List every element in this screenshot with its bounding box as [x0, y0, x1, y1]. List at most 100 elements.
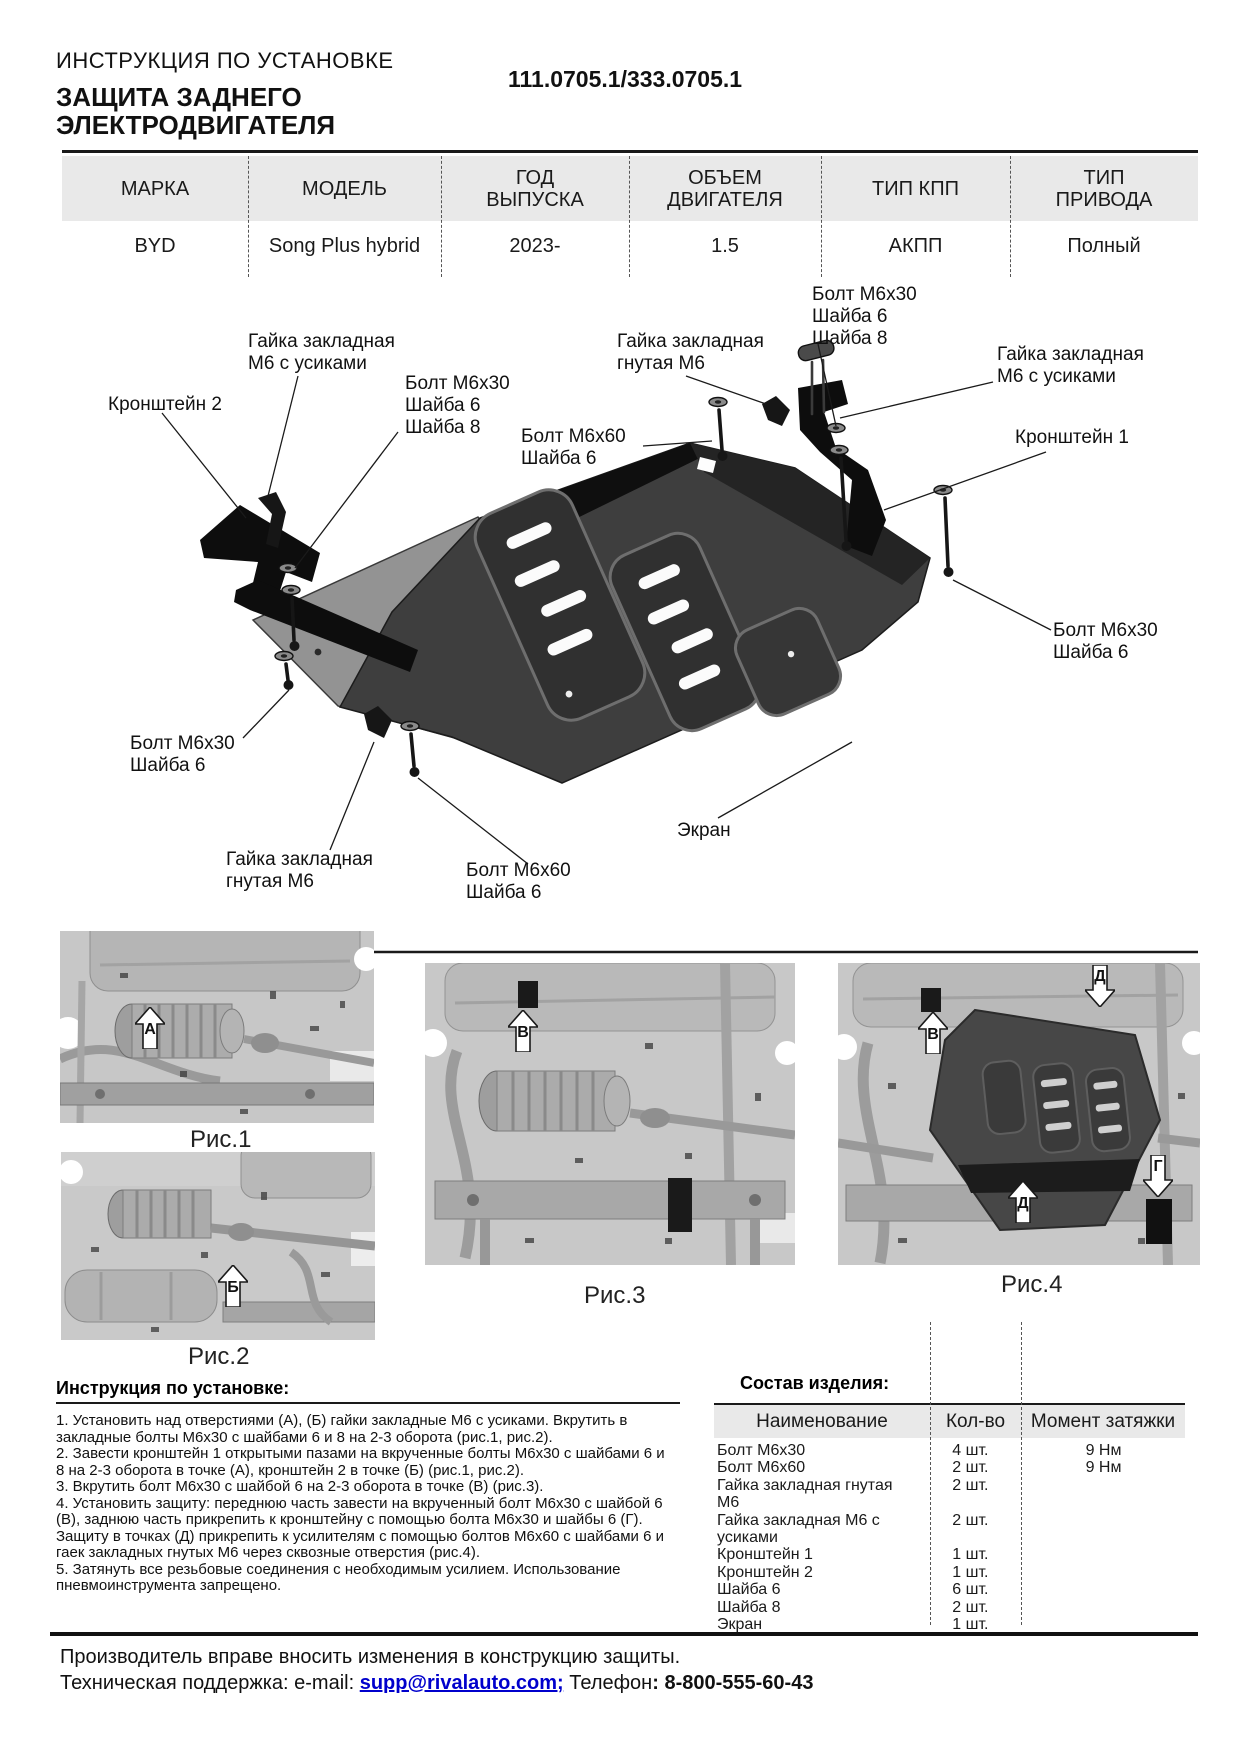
marker-letter-d-bottom: Д: [1017, 1195, 1029, 1212]
part-qty: 2 шт.: [952, 1459, 989, 1477]
diagram-label-bolt-m6x30-right: Болт М6х30 Шайба 6: [1053, 620, 1158, 663]
diagram-label-bracket-1: Кронштейн 1: [1015, 427, 1129, 448]
parts-header-row: Наименование Кол-во Момент затяжки: [714, 1405, 1185, 1438]
part-name: Экран: [717, 1616, 763, 1634]
footer-disclaimer: Производитель вправе вносить изменения в…: [60, 1646, 681, 1668]
parts-col-sep-2: [1021, 1322, 1022, 1625]
footer-support: Техническая поддержка: e-mail: supp@riva…: [60, 1672, 813, 1695]
part-name: Шайба 8: [717, 1598, 781, 1616]
part-torque: [1022, 1581, 1185, 1598]
part-name: Гайка закладная М6 с усиками: [717, 1511, 880, 1547]
spec-col-header: МАРКА: [120, 177, 190, 200]
part-qty: 1 шт.: [952, 1616, 989, 1634]
part-qty: 2 шт.: [952, 1476, 989, 1494]
doc-title-line1: ЗАЩИТА ЗАДНЕГО: [56, 82, 302, 112]
doc-title-line2: ЭЛЕКТРОДВИГАТЕЛЯ: [56, 110, 336, 140]
mount-point-marker: [518, 981, 538, 1008]
instructions-heading: Инструкция по установке:: [56, 1378, 290, 1398]
figure-3-caption: Рис.3: [584, 1282, 646, 1309]
part-torque: 9 Нм: [1085, 1442, 1122, 1459]
figure-3-photo: В: [425, 963, 795, 1265]
shield-plate: [338, 442, 931, 784]
diagram-label-ekran: Экран: [677, 820, 731, 841]
part-number: 111.0705.1/333.0705.1: [508, 66, 743, 92]
diagram-label-bolt-triple: Болт М6х30 Шайба 6 Шайба 8: [405, 373, 510, 438]
spec-col-separator: [1010, 156, 1011, 277]
bracket-2-part: [200, 505, 418, 672]
spec-col-separator: [629, 156, 630, 277]
part-name: Болт М6х60: [717, 1459, 806, 1477]
footer-phone-number: : 8-800-555-60-43: [652, 1672, 814, 1694]
part-torque: [1022, 1564, 1185, 1581]
mount-point-marker: [668, 1178, 692, 1232]
parts-row: Шайба 8 2 шт.: [714, 1599, 1185, 1616]
diagram-label-bracket-2: Кронштейн 2: [108, 394, 222, 415]
diagram-label-clip-nut-right: Гайка закладная М6 с усиками: [997, 344, 1144, 387]
spec-cell-value: АКПП: [888, 234, 943, 257]
diagram-label-bolt-m6x30-left: Болт М6х30 Шайба 6: [130, 733, 235, 776]
instructions-list: 1. Установить над отверстиями (А), (Б) г…: [56, 1412, 668, 1595]
marker-letter-d-top: Д: [1094, 968, 1106, 985]
hardware: [258, 339, 954, 777]
spec-table-header-band: [62, 156, 1198, 221]
plate-panel-1: [473, 488, 647, 722]
parts-row: Болт М6х60 2 шт. 9 Нм: [714, 1459, 1185, 1476]
diagram-label-bolt-m6x60-top: Болт М6х60 Шайба 6: [521, 426, 626, 469]
part-torque: [1022, 1616, 1185, 1633]
diagram-label-clip-nut-left: Гайка закладная М6 с усиками: [248, 331, 395, 374]
footer-rule: [50, 1632, 1198, 1636]
instruction-step: 5. Затянуть все резьбовые соединения с н…: [56, 1560, 621, 1594]
parts-row: Экран 1 шт.: [714, 1616, 1185, 1633]
part-qty: 1 шт.: [952, 1563, 989, 1581]
part-name: Шайба 6: [717, 1581, 781, 1599]
diagram-label-bolt-m6x30-top: Болт М6х30 Шайба 6 Шайба 8: [812, 284, 917, 349]
diagram-label-bolt-m6x60-bottom: Болт М6х60 Шайба 6: [466, 860, 571, 903]
instruction-step: 3. Вкрутить болт М6х30 с шайбой 6 на 2-3…: [56, 1478, 544, 1495]
instruction-step: 4. Установить защиту: переднюю часть зав…: [56, 1494, 664, 1561]
part-torque: 9 Нм: [1085, 1459, 1122, 1477]
support-email-link[interactable]: supp@rivalauto.com;: [359, 1672, 564, 1694]
spec-cell-value: 2023-: [509, 234, 561, 257]
part-torque: [1022, 1599, 1185, 1616]
parts-col-qty: Кол-во: [945, 1410, 1006, 1432]
marker-letter-g: Г: [1153, 1158, 1162, 1175]
marker-letter-v4: В: [927, 1026, 939, 1043]
doc-type: ИНСТРУКЦИЯ ПО УСТАНОВКЕ: [56, 48, 394, 73]
part-torque: [1022, 1546, 1185, 1563]
instructions-rule: [56, 1402, 680, 1404]
spec-cell-value: 1.5: [711, 234, 739, 257]
parts-row: Шайба 6 6 шт.: [714, 1581, 1185, 1598]
instruction-step: 2. Завести кронштейн 1 открытыми пазами …: [56, 1445, 665, 1479]
part-qty: 2 шт.: [952, 1598, 989, 1616]
figure-4-caption: Рис.4: [1001, 1271, 1063, 1298]
footer-phone-label: Телефон: [563, 1672, 653, 1694]
part-torque: [1022, 1477, 1185, 1512]
plate-panel-3: [733, 606, 843, 718]
marker-letter-a: А: [144, 1021, 156, 1038]
figure-2-photo: Б: [61, 1152, 375, 1340]
spec-cell-value: BYD: [134, 234, 176, 257]
spec-col-separator: [821, 156, 822, 277]
spec-col-separator: [248, 156, 249, 277]
diagram-label-bent-nut-top: Гайка закладная гнутая М6: [617, 331, 764, 374]
spec-col-header: ТИП КПП: [872, 177, 959, 200]
instruction-step: 1. Установить над отверстиями (А), (Б) г…: [56, 1412, 628, 1446]
spec-col-header: МОДЕЛЬ: [302, 177, 387, 200]
spec-col-separator: [441, 156, 442, 277]
figure-1-caption: Рис.1: [190, 1126, 252, 1153]
parts-heading: Состав изделия:: [740, 1373, 890, 1393]
figure-4-photo: Д В Г Д: [838, 963, 1200, 1265]
spec-col-header: ТИП ПРИВОДА: [1055, 166, 1153, 211]
spec-cell-value: Song Plus hybrid: [268, 234, 421, 257]
plate-panel-2: [608, 531, 762, 733]
marker-letter-v3: В: [517, 1024, 529, 1041]
footer-support-prefix: Техническая поддержка: e-mail:: [60, 1672, 360, 1694]
part-torque: [1022, 1512, 1185, 1547]
part-qty: 6 шт.: [952, 1581, 989, 1599]
